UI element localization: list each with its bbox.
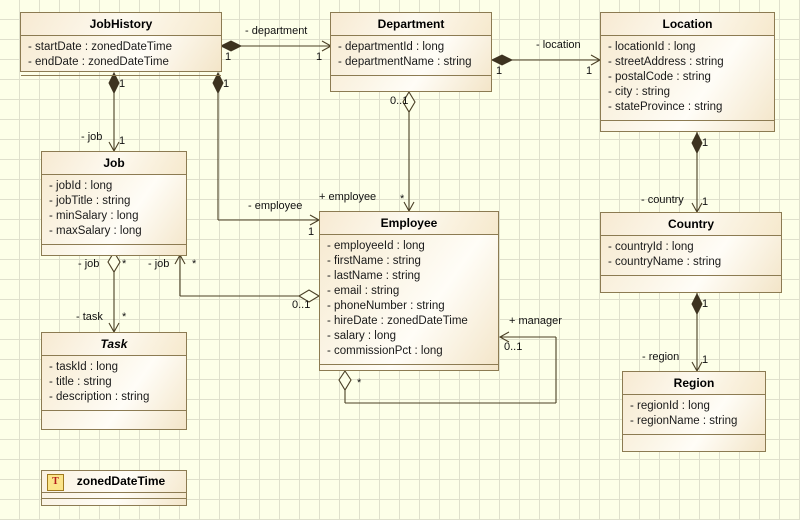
- assoc-mult-country-region-source: 1: [702, 298, 709, 310]
- assoc-label-employee: - employee: [248, 200, 303, 212]
- class-name-location: Location: [601, 13, 774, 36]
- assoc-label-job-employee: - job: [148, 258, 170, 270]
- attribute: - email : string: [327, 285, 400, 297]
- assoc-label-location: - location: [536, 39, 581, 51]
- attribute: - regionId : long: [630, 400, 710, 412]
- class-name-employee: Employee: [320, 212, 498, 235]
- assoc-mult-employee-job-source: 0..1: [292, 299, 311, 311]
- datatype-attributes: [42, 493, 186, 499]
- assoc-mult-job-task-source: *: [122, 258, 127, 270]
- class-attributes-task: - taskId : long - title : string - descr…: [42, 356, 186, 411]
- attribute: - departmentId : long: [338, 41, 445, 53]
- datatype-header: T zonedDateTime: [42, 471, 186, 493]
- attribute: - phoneNumber : string: [327, 300, 445, 312]
- class-name-job: Job: [42, 152, 186, 175]
- assoc-mult-department-employee-source: 0..1: [390, 95, 409, 107]
- assoc-mult-job-task-target: *: [122, 311, 127, 323]
- assoc-mult-department-location-source: 1: [496, 65, 503, 77]
- class-location[interactable]: Location - locationId : long - streetAdd…: [600, 12, 775, 132]
- assoc-mult-employee-manager-target: 0..1: [504, 341, 523, 353]
- attribute: - description : string: [49, 391, 150, 403]
- datatype-zoneddatetime[interactable]: T zonedDateTime: [41, 470, 187, 506]
- class-attributes-country: - countryId : long - countryName : strin…: [601, 236, 781, 276]
- attribute: - employeeId : long: [327, 240, 425, 252]
- assoc-mult-jobhistory-employee-target: 1: [308, 226, 315, 238]
- attribute: - jobTitle : string: [49, 195, 131, 207]
- class-operations-region: [623, 435, 765, 451]
- class-name-jobhistory: JobHistory: [21, 13, 221, 36]
- attribute: - taskId : long: [49, 361, 119, 373]
- assoc-mult-employee-manager-source: *: [357, 377, 362, 389]
- class-attributes-jobhistory: - startDate : zonedDateTime - endDate : …: [21, 36, 221, 76]
- assoc-mult-location-country-target: 1: [702, 196, 709, 208]
- class-operations-department: [331, 76, 491, 92]
- class-operations-location: [601, 121, 774, 137]
- datatype-operations: [42, 499, 186, 503]
- assoc-label-manager: + manager: [509, 315, 562, 327]
- class-job[interactable]: Job - jobId : long - jobTitle : string -…: [41, 151, 187, 256]
- assoc-mult-country-region-target: 1: [702, 354, 709, 366]
- assoc-mult-department-location-target: 1: [586, 65, 593, 77]
- class-operations-country: [601, 276, 781, 292]
- class-task[interactable]: Task - taskId : long - title : string - …: [41, 332, 187, 430]
- attribute: - lastName : string: [327, 270, 421, 282]
- class-operations-task: [42, 411, 186, 427]
- class-name-region: Region: [623, 372, 765, 395]
- class-operations-employee: [320, 365, 498, 381]
- assoc-mult-jobhistory-department-target: 1: [316, 51, 323, 63]
- datatype-t-icon: T: [47, 474, 64, 491]
- class-name-country: Country: [601, 213, 781, 236]
- class-region[interactable]: Region - regionId : long - regionName : …: [622, 371, 766, 452]
- attribute: - hireDate : zonedDateTime: [327, 315, 468, 327]
- class-attributes-department: - departmentId : long - departmentName :…: [331, 36, 491, 76]
- attribute: - countryName : string: [608, 256, 722, 268]
- attribute: - title : string: [49, 376, 112, 388]
- attribute: - minSalary : long: [49, 210, 139, 222]
- attribute: - postalCode : string: [608, 71, 711, 83]
- attribute: - jobId : long: [49, 180, 113, 192]
- attribute: - endDate : zonedDateTime: [28, 56, 169, 68]
- assoc-mult-jobhistory-job-source: 1: [119, 78, 126, 90]
- assoc-mult-department-employee-target: *: [400, 193, 405, 205]
- attribute: - locationId : long: [608, 41, 696, 53]
- assoc-mult-jobhistory-department-source: 1: [225, 51, 232, 63]
- attribute: - stateProvince : string: [608, 101, 723, 113]
- class-name-department: Department: [331, 13, 491, 36]
- assoc-mult-jobhistory-job-target: 1: [119, 135, 126, 147]
- attribute: - commissionPct : long: [327, 345, 443, 357]
- class-jobhistory[interactable]: JobHistory - startDate : zonedDateTime -…: [20, 12, 222, 76]
- class-attributes-region: - regionId : long - regionName : string: [623, 395, 765, 435]
- class-country[interactable]: Country - countryId : long - countryName…: [600, 212, 782, 293]
- assoc-mult-location-country-source: 1: [702, 137, 709, 149]
- attribute: - countryId : long: [608, 241, 694, 253]
- attribute: - startDate : zonedDateTime: [28, 41, 173, 53]
- class-department[interactable]: Department - departmentId : long - depar…: [330, 12, 492, 92]
- class-name-task: Task: [42, 333, 186, 356]
- datatype-name: zonedDateTime: [76, 474, 166, 488]
- assoc-label-job-task: - job: [78, 258, 100, 270]
- assoc-mult-employee-job-target: *: [192, 258, 197, 270]
- attribute: - departmentName : string: [338, 56, 472, 68]
- assoc-label-department: - department: [245, 25, 308, 37]
- attribute: - salary : long: [327, 330, 397, 342]
- assoc-label-region: - region: [642, 351, 680, 363]
- class-attributes-job: - jobId : long - jobTitle : string - min…: [42, 175, 186, 245]
- class-attributes-location: - locationId : long - streetAddress : st…: [601, 36, 774, 121]
- assoc-label-job-jobhistory: - job: [81, 131, 103, 143]
- attribute: - city : string: [608, 86, 670, 98]
- attribute: - firstName : string: [327, 255, 421, 267]
- attribute: - streetAddress : string: [608, 56, 724, 68]
- attribute: - regionName : string: [630, 415, 738, 427]
- attribute: - maxSalary : long: [49, 225, 142, 237]
- assoc-label-plus-employee: + employee: [319, 191, 377, 203]
- class-employee[interactable]: Employee - employeeId : long - firstName…: [319, 211, 499, 371]
- assoc-label-task: - task: [76, 311, 103, 323]
- class-attributes-employee: - employeeId : long - firstName : string…: [320, 235, 498, 365]
- assoc-label-country: - country: [641, 194, 684, 206]
- assoc-mult-jobhistory-employee-source: 1: [223, 78, 230, 90]
